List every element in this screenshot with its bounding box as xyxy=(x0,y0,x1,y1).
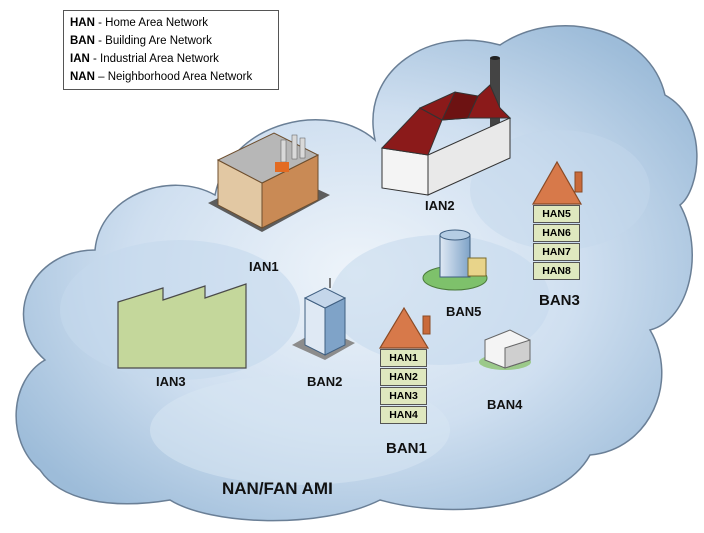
legend-row-ban: BAN - Building Are Network xyxy=(70,35,212,47)
ian1-building-icon xyxy=(208,132,330,232)
legend-row-nan: NAN – Neighborhood Area Network xyxy=(70,71,253,83)
ban4-building-icon xyxy=(479,329,531,370)
label-ian3: IAN3 xyxy=(156,374,186,389)
legend-row-han: HAN - Home Area Network xyxy=(70,17,209,29)
label-ban5: BAN5 xyxy=(446,304,482,319)
han-cell: HAN6 xyxy=(533,224,580,242)
legend-row-ian: IAN - Industrial Area Network xyxy=(70,53,219,65)
ban1-han-stack: HAN1 HAN2 HAN3 HAN4 xyxy=(380,349,427,425)
label-ban3: BAN3 xyxy=(539,292,580,309)
label-ban1: BAN1 xyxy=(386,440,427,457)
label-ban2: BAN2 xyxy=(307,374,343,389)
han-cell: HAN3 xyxy=(380,387,427,405)
ban1-house-roof-icon xyxy=(378,306,431,349)
han-cell: HAN7 xyxy=(533,243,580,261)
ban3-han-stack: HAN5 HAN6 HAN7 HAN8 xyxy=(533,205,580,281)
ban5-building-icon xyxy=(422,229,488,291)
label-ian2: IAN2 xyxy=(425,198,455,213)
ban3-house-roof-icon xyxy=(531,160,583,205)
legend-box: HAN - Home Area Network BAN - Building A… xyxy=(63,10,279,90)
han-cell: HAN4 xyxy=(380,406,427,424)
han-cell: HAN5 xyxy=(533,205,580,223)
label-ban4: BAN4 xyxy=(487,397,523,412)
han-cell: HAN2 xyxy=(380,368,427,386)
han-cell: HAN8 xyxy=(533,262,580,280)
han-cell: HAN1 xyxy=(380,349,427,367)
label-ian1: IAN1 xyxy=(249,259,279,274)
ian3-warehouse-icon xyxy=(117,283,247,369)
cloud-shape xyxy=(15,25,698,522)
cloud-label: NAN/FAN AMI xyxy=(222,479,333,498)
ban2-building-icon xyxy=(292,278,355,360)
ian2-factory-icon xyxy=(380,56,512,196)
